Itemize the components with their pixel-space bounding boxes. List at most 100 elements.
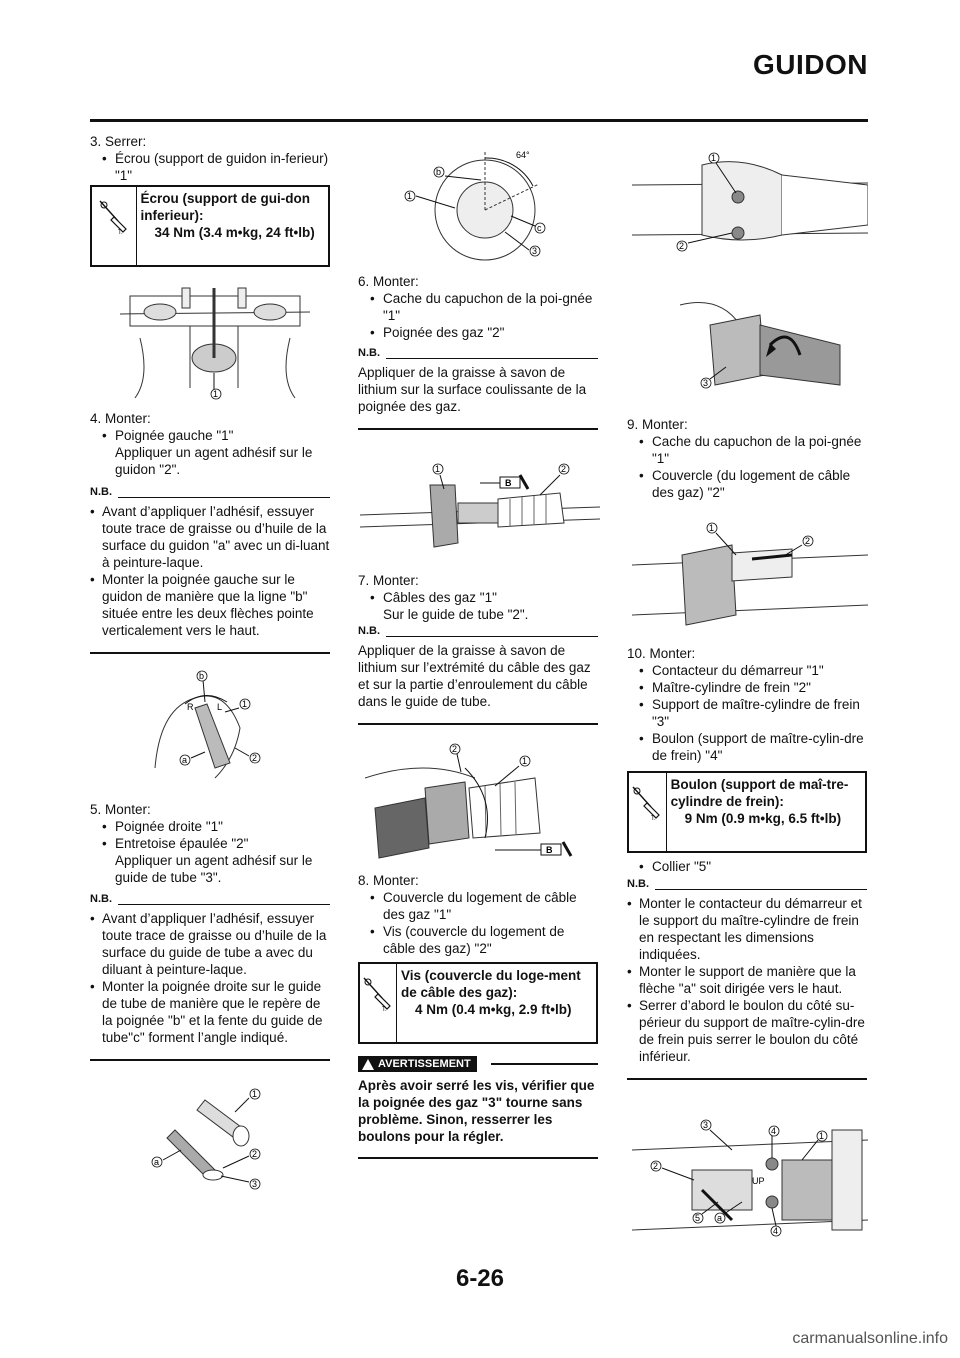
note-label: N.B. — [90, 893, 112, 905]
list-item: Écrou (support de guidon in-ferieur) "1" — [90, 150, 330, 184]
svg-text:T.: T. — [651, 816, 656, 822]
svg-text:T.: T. — [382, 1007, 387, 1013]
note-item: Monter le contacteur du démarreur et le … — [627, 895, 867, 963]
warning-box: AVERTISSEMENT Après avoir serré les vis,… — [358, 1055, 598, 1159]
header-rule — [90, 119, 868, 122]
list-item: Maître-cylindre de frein "2" — [627, 679, 867, 696]
note-box: N.B. Appliquer de la graisse à savon de … — [358, 347, 598, 430]
mark-l: L — [217, 702, 222, 712]
step-number: 9. Monter: — [627, 417, 688, 432]
warning-icon — [362, 1058, 374, 1070]
note-label: N.B. — [358, 347, 380, 359]
callout-2: 2 — [561, 464, 566, 474]
mark-r: R — [187, 702, 194, 712]
callout-4: 4 — [771, 1126, 776, 1136]
step-number: 7. Monter: — [358, 573, 419, 588]
figure-handlebar-holder: 1 — [120, 278, 310, 400]
note-item: Serrer d’abord le boulon du côté su-péri… — [627, 997, 867, 1065]
torque-spec-box: T. Boulon (support de maî-tre-cylindre d… — [627, 771, 867, 853]
callout-b: b — [199, 671, 204, 681]
list-item: Entretoise épaulée "2" — [90, 835, 330, 852]
step-instruction: Appliquer un agent adhésif sur le guidon… — [115, 445, 313, 477]
callout-4-lower: 4 — [773, 1226, 778, 1236]
figure-cable-cover: 1 2 — [632, 515, 868, 627]
step-number: 8. Monter: — [358, 873, 419, 888]
figure-throttle-grip: 1 2 B — [360, 455, 600, 555]
callout-1: 1 — [711, 153, 716, 163]
warning-label: AVERTISSEMENT — [378, 1057, 471, 1070]
list-item: Vis (couvercle du logement de câble des … — [358, 923, 598, 957]
note-item: Monter la poignée gauche sur le guidon d… — [90, 571, 330, 639]
list-item: Poignée gauche "1" — [90, 427, 330, 444]
callout-c: c — [537, 223, 542, 233]
list-item: Cache du capuchon de la poi-gnée "1" — [627, 433, 867, 467]
list-item: Câbles des gaz "1" — [358, 589, 598, 606]
torque-name: Vis (couvercle du loge-ment de câble des… — [401, 968, 581, 1000]
torque-spec-box: T. Vis (couvercle du loge-ment de câble … — [358, 962, 598, 1044]
note-box: N.B. Monter le contacteur du démarreur e… — [627, 878, 867, 1080]
note-label: N.B. — [627, 878, 649, 890]
callout-3: 3 — [703, 1120, 708, 1130]
torque-wrench-icon: T. — [629, 773, 667, 851]
step-3: 3. Serrer: Écrou (support de guidon in-f… — [90, 133, 330, 184]
mark-b: B — [546, 845, 553, 855]
callout-1: 1 — [407, 191, 412, 201]
callout-1: 1 — [819, 1131, 824, 1141]
torque-wrench-icon: T. — [92, 187, 137, 265]
step-10-collar: Collier "5" — [627, 858, 867, 875]
list-item: Cache du capuchon de la poi-gnée "1" — [358, 290, 598, 324]
callout-1: 1 — [709, 523, 714, 533]
callout-3: 3 — [703, 378, 708, 388]
note-text: Appliquer de la graisse à savon de lithi… — [358, 643, 591, 709]
figure-throttle-rotation: 3 — [660, 285, 860, 395]
step-instruction: Appliquer un agent adhésif sur le guide … — [115, 853, 313, 885]
figure-throttle-cable: 2 1 B — [365, 738, 585, 863]
step-number: 5. Monter: — [90, 802, 151, 817]
callout-a: a — [154, 1157, 159, 1167]
step-8: 8. Monter: Couvercle du logement de câbl… — [358, 872, 598, 957]
figure-grip-cap: 1 2 — [632, 145, 868, 257]
note-item: Avant d’appliquer l’adhésif, essuyer tou… — [90, 503, 330, 571]
callout-2: 2 — [805, 536, 810, 546]
note-box: N.B. Appliquer de la graisse à savon de … — [358, 625, 598, 725]
step-number: 10. Monter: — [627, 646, 696, 661]
torque-name: Boulon (support de maî-tre-cylindre de f… — [670, 777, 849, 809]
callout-a: a — [717, 1213, 722, 1223]
torque-value: 4 Nm (0.4 m•kg, 2.9 ft•lb) — [415, 1002, 572, 1017]
list-item: Boulon (support de maître-cylin-dre de f… — [627, 730, 867, 764]
callout-3: 3 — [532, 246, 537, 256]
callout-2: 2 — [679, 241, 684, 251]
step-number: 6. Monter: — [358, 274, 419, 289]
callout-3: 3 — [252, 1179, 257, 1189]
figure-brake-master-cylinder: UP 3 4 1 2 5 a 4 — [632, 1110, 868, 1240]
callout-2: 2 — [452, 744, 457, 754]
step-9: 9. Monter: Cache du capuchon de la poi-g… — [627, 416, 867, 501]
step-7: 7. Monter: Câbles des gaz "1" Sur le gui… — [358, 572, 598, 623]
list-item: Couvercle (du logement de câble des gaz)… — [627, 467, 867, 501]
callout-5: 5 — [695, 1213, 700, 1223]
step-5: 5. Monter: Poignée droite "1" Entretoise… — [90, 801, 330, 886]
note-box: N.B. Avant d’appliquer l’adhésif, essuye… — [90, 486, 330, 654]
callout-1: 1 — [435, 464, 440, 474]
step-4: 4. Monter: Poignée gauche "1" Appliquer … — [90, 410, 330, 478]
callout-1: 1 — [213, 389, 218, 399]
note-item: Monter la poignée droite sur le guide de… — [90, 978, 330, 1046]
callout-2: 2 — [653, 1161, 658, 1171]
angle-label: 64° — [516, 150, 530, 160]
callout-1: 1 — [522, 756, 527, 766]
note-box: N.B. Avant d’appliquer l’adhésif, essuye… — [90, 893, 330, 1061]
figure-right-grip: 1 a 2 3 — [145, 1080, 275, 1195]
callout-b: b — [436, 167, 441, 177]
list-item: Support de maître-cylindre de frein "3" — [627, 696, 867, 730]
step-number: 3. Serrer: — [90, 134, 147, 149]
list-item: Poignée droite "1" — [90, 818, 330, 835]
list-item: Collier "5" — [627, 858, 867, 875]
callout-a: a — [182, 755, 187, 765]
warning-text: Après avoir serré les vis, vérifier que … — [358, 1078, 595, 1144]
figure-left-grip: R L b 1 a 2 — [145, 668, 275, 780]
callout-1: 1 — [252, 1089, 257, 1099]
note-label: N.B. — [90, 486, 112, 498]
svg-text:T.: T. — [118, 230, 123, 236]
watermark: carmanualsonline.info — [792, 1330, 948, 1347]
callout-2: 2 — [252, 1149, 257, 1159]
